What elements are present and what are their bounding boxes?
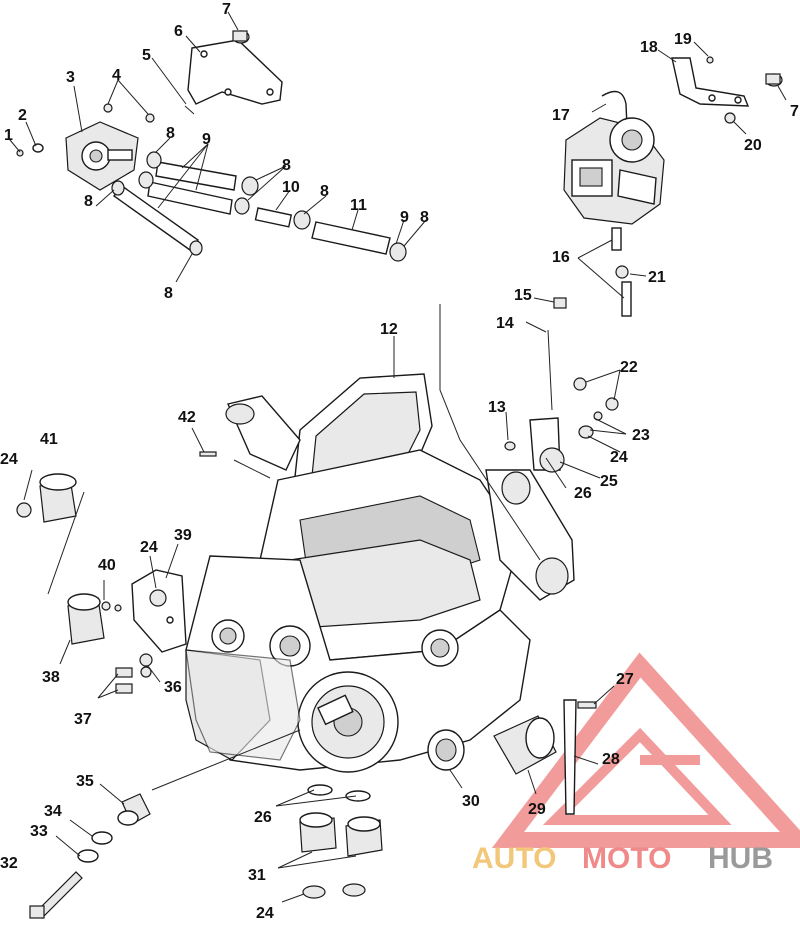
callout-c26b: 26 (254, 809, 272, 826)
fuel-pump-group (16, 30, 407, 262)
watermark-hub: HUB (708, 842, 773, 875)
callout-c8c: 8 (320, 183, 329, 200)
callout-c8b: 8 (282, 157, 291, 174)
callout-c26a: 26 (574, 485, 592, 502)
bottom-mount-group (299, 699, 597, 899)
callout-c24b: 24 (140, 539, 158, 556)
callout-c16: 16 (552, 249, 570, 266)
callout-c18: 18 (640, 39, 658, 56)
callout-c12: 12 (380, 321, 398, 338)
callout-c13: 13 (488, 399, 506, 416)
callout-c21: 21 (648, 269, 666, 286)
callout-c6: 6 (174, 23, 183, 40)
callout-c9a: 9 (202, 131, 211, 148)
left-mount-group (16, 473, 187, 919)
callout-c39: 39 (174, 527, 192, 544)
callout-c9b: 9 (400, 209, 409, 226)
callout-c40: 40 (98, 557, 116, 574)
callout-c23: 23 (632, 427, 650, 444)
callout-c8d: 8 (420, 209, 429, 226)
callout-c38: 38 (42, 669, 60, 686)
engine-block (185, 297, 619, 773)
callout-c2: 2 (18, 107, 27, 124)
callout-c19: 19 (674, 31, 692, 48)
callout-c27: 27 (616, 671, 634, 688)
callout-c24c: 24 (610, 449, 628, 466)
callout-c4: 4 (112, 67, 121, 84)
callout-c37: 37 (74, 711, 92, 728)
callout-c33: 33 (30, 823, 48, 840)
callout-c17: 17 (552, 107, 570, 124)
callout-c24d: 24 (256, 905, 274, 921)
callout-c42: 42 (178, 409, 196, 426)
callout-c1: 1 (4, 127, 13, 144)
watermark-auto: AUTO (472, 842, 556, 875)
callout-c34: 34 (44, 803, 62, 820)
callout-c7a: 7 (222, 1, 231, 18)
callout-c32: 32 (0, 855, 18, 872)
callout-c8a: 8 (166, 125, 175, 142)
callout-c10: 10 (282, 179, 300, 196)
callout-c15: 15 (514, 287, 532, 304)
callout-c30: 30 (462, 793, 480, 810)
callout-c3: 3 (66, 69, 75, 86)
callout-c11: 11 (350, 197, 367, 214)
carburetor-group (563, 56, 783, 317)
callout-c24a: 24 (0, 451, 18, 468)
watermark-moto: MOTO (582, 842, 671, 875)
callout-c31: 31 (248, 867, 266, 884)
callout-c29: 29 (528, 801, 546, 818)
callout-c41: 41 (40, 431, 58, 448)
callout-c8f: 8 (164, 285, 173, 302)
callout-c8e: 8 (84, 193, 93, 210)
callout-c22: 22 (620, 359, 638, 376)
callout-c14: 14 (496, 315, 514, 332)
callout-c25: 25 (600, 473, 618, 490)
callout-c35: 35 (76, 773, 94, 790)
leader-lines (9, 11, 787, 903)
callout-c20: 20 (744, 137, 762, 154)
callout-c28: 28 (602, 751, 620, 768)
watermark-text: AUTO MOTO HUB (472, 842, 773, 875)
callout-c5: 5 (142, 47, 151, 64)
callout-c7b: 7 (790, 103, 799, 120)
callout-c36: 36 (164, 679, 182, 696)
